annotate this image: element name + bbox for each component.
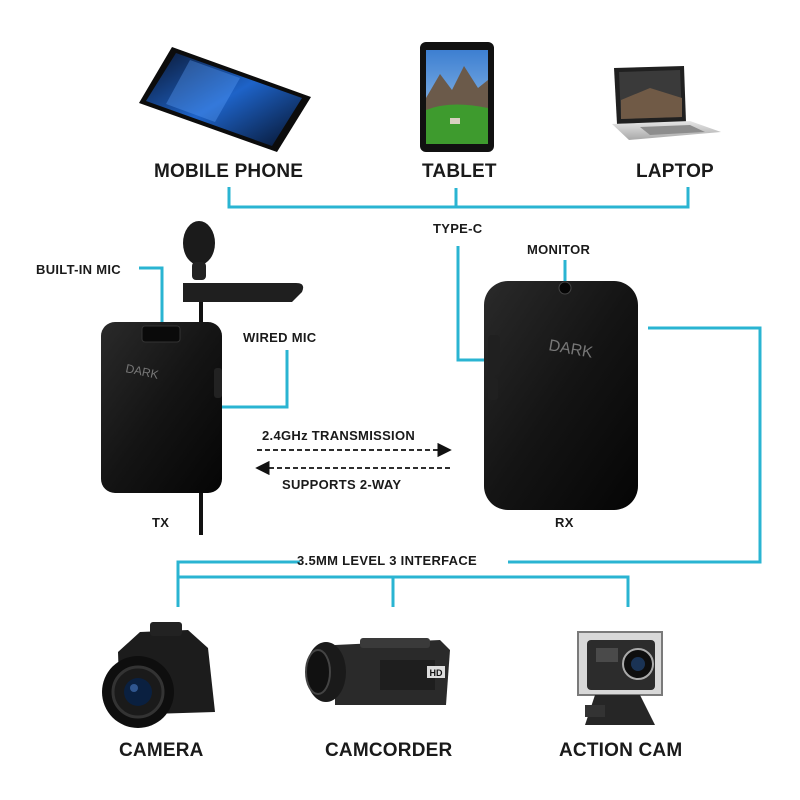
type-c-line — [456, 246, 490, 362]
wired-mic-line — [218, 350, 289, 409]
tablet-icon — [420, 42, 494, 152]
interface-label: 3.5MM LEVEL 3 INTERFACE — [297, 553, 478, 568]
camera-label: CAMERA — [119, 740, 204, 761]
dslr-camera-icon — [102, 622, 215, 728]
hd-badge-text: HD — [430, 668, 443, 678]
smartphone-icon — [139, 47, 311, 152]
transmission-label: 2.4GHz TRANSMISSION — [262, 428, 416, 443]
two-way-label: SUPPORTS 2-WAY — [282, 477, 402, 492]
hd-badge — [427, 666, 445, 678]
monitor-label: MONITOR — [527, 242, 591, 257]
builtin-mic-label: BUILT-IN MIC — [36, 262, 121, 277]
wired-mic-label: WIRED MIC — [243, 330, 317, 345]
laptop-icon — [612, 66, 721, 140]
camcorder-icon: HD — [305, 638, 450, 705]
camcorder-label: CAMCORDER — [325, 740, 453, 761]
tx-device: DARK — [101, 322, 222, 535]
tx-label: TX — [152, 515, 170, 530]
bottom-bus-line — [176, 560, 630, 607]
tablet-label: TABLET — [422, 161, 497, 182]
action-cam-label: ACTION CAM — [559, 740, 683, 761]
laptop-label: LAPTOP — [636, 161, 714, 182]
top-bus-line — [227, 187, 690, 209]
rx-label: RX — [555, 515, 574, 530]
type-c-label: TYPE-C — [433, 221, 483, 236]
builtin-mic-line — [139, 266, 164, 328]
transmission-arrows — [255, 442, 452, 476]
tx-brand-mark: DARK — [124, 361, 160, 382]
connector-lines — [139, 187, 762, 607]
action-camera-icon — [577, 631, 663, 725]
rx-device: DARK — [484, 281, 638, 510]
mobile-phone-label: MOBILE PHONE — [154, 161, 304, 182]
rx-interface-line — [508, 326, 762, 564]
